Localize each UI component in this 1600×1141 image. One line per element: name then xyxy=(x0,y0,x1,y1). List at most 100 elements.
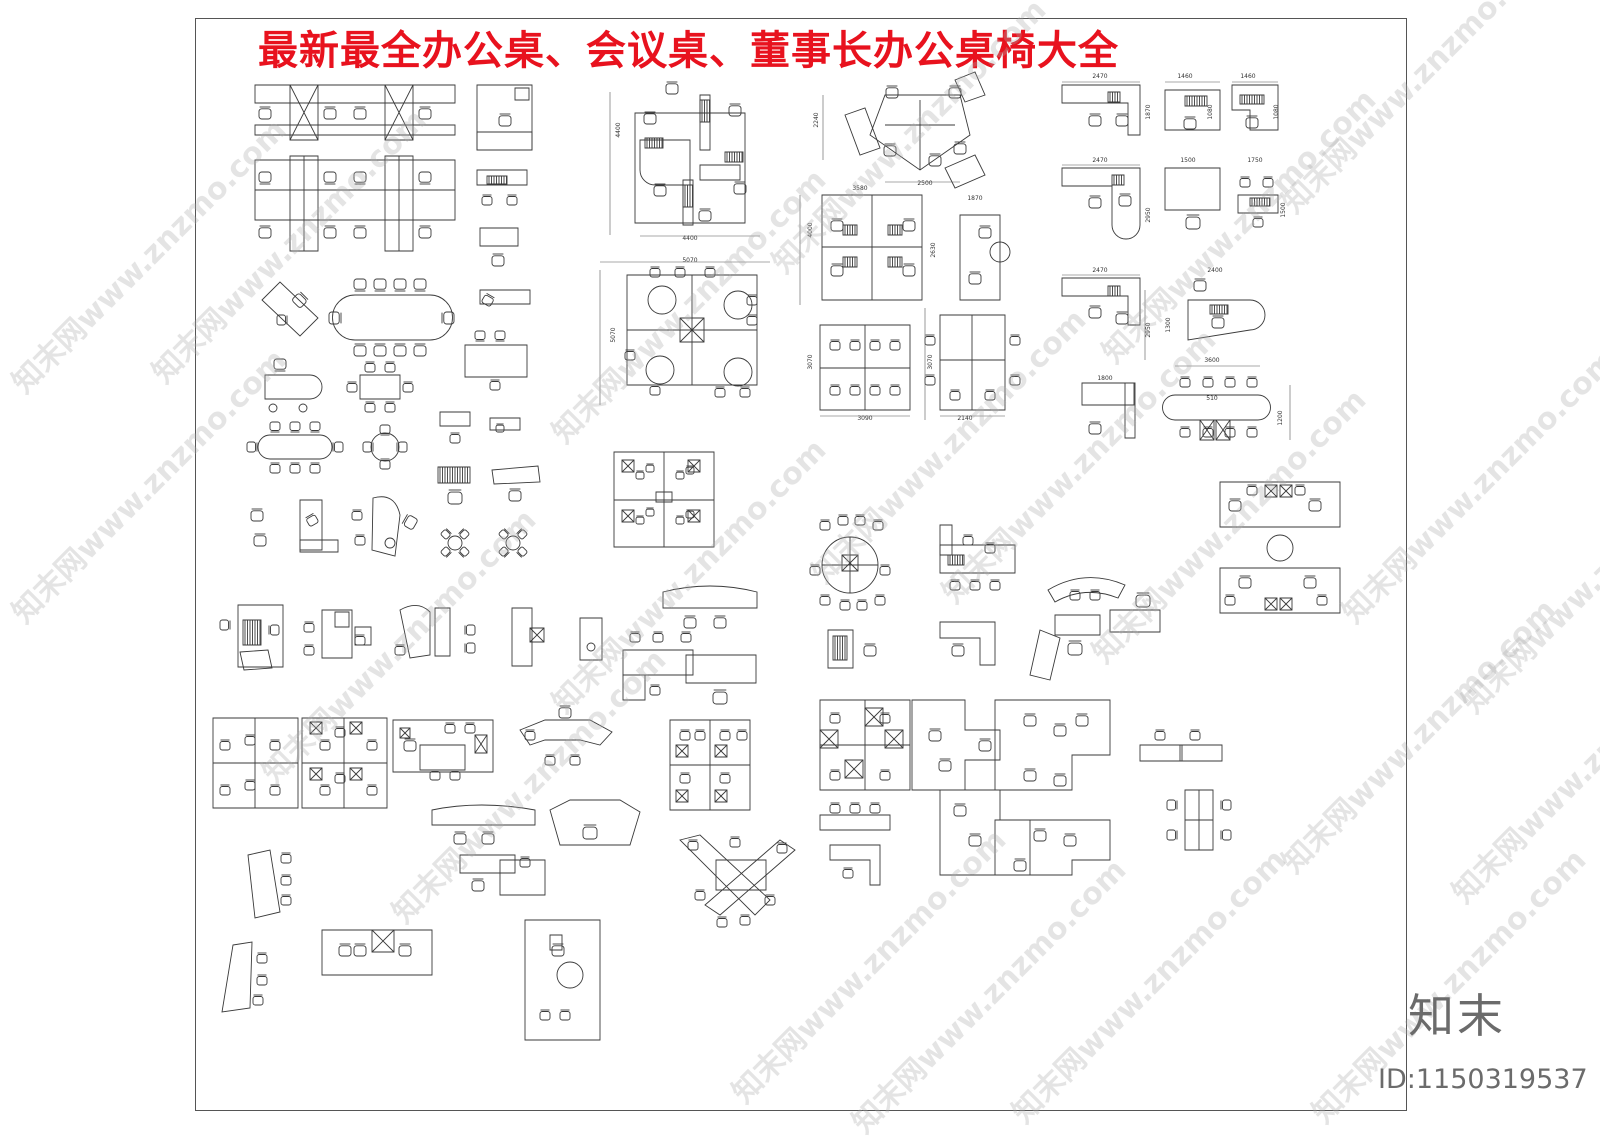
chair-symbol xyxy=(963,535,973,545)
chair-seat xyxy=(507,197,517,206)
chair-symbol xyxy=(304,645,314,655)
chair-seat xyxy=(1064,836,1076,846)
desk-outline xyxy=(663,586,757,608)
chair-seat xyxy=(354,279,366,289)
pinwheel-workstation-a xyxy=(635,82,746,225)
chair-seat xyxy=(705,269,715,278)
chair-symbol xyxy=(402,514,418,530)
chair-symbol xyxy=(281,853,291,863)
round-chair-sets xyxy=(440,528,527,557)
chair-symbol xyxy=(281,895,291,905)
cabinet-symbol xyxy=(475,735,487,753)
chair-seat xyxy=(1089,116,1101,126)
chair-seat xyxy=(653,634,663,643)
dimension-label: 1750 xyxy=(1247,157,1262,164)
cabinet-symbol xyxy=(1280,485,1292,497)
chair-seat xyxy=(666,84,678,94)
chair-symbol xyxy=(290,422,300,432)
round-table xyxy=(990,242,1010,262)
dimension-label: 1300 xyxy=(1165,317,1172,332)
dimension-label: 2470 xyxy=(1092,73,1107,80)
chair-seat xyxy=(414,279,426,289)
dimension-label: 2630 xyxy=(930,242,937,257)
chair-symbol xyxy=(820,595,830,605)
chair-symbol xyxy=(570,755,580,765)
chair-symbol xyxy=(884,144,896,156)
chair-seat xyxy=(730,839,740,848)
chair-symbol xyxy=(1180,427,1190,437)
chair-seat xyxy=(220,742,230,751)
chair-seat xyxy=(954,806,966,816)
chair-seat xyxy=(830,715,840,724)
chair-symbol xyxy=(681,632,691,642)
chair-seat xyxy=(335,442,344,452)
cabinet-symbol xyxy=(1265,485,1277,497)
chair-seat xyxy=(1246,118,1258,128)
grid-workstation-b xyxy=(625,267,757,397)
dimension-label: 5070 xyxy=(682,257,697,264)
chair-seat xyxy=(482,834,494,844)
dimension-label: 1460 xyxy=(1177,73,1192,80)
chair-symbol xyxy=(1064,834,1076,846)
chair-seat xyxy=(985,392,995,401)
chair-symbol xyxy=(475,331,485,341)
chair-seat xyxy=(1070,592,1080,601)
desk-outline xyxy=(492,466,540,484)
cabinet-cross xyxy=(350,722,362,734)
chair-seat xyxy=(713,692,727,704)
chair-seat xyxy=(320,787,330,796)
chair-seat xyxy=(830,772,840,781)
chair-symbol xyxy=(354,226,366,238)
chair-symbol xyxy=(270,422,280,432)
chair-symbol xyxy=(507,195,517,205)
chair-symbol xyxy=(430,770,440,780)
cabinet-cross xyxy=(372,930,394,952)
chair-symbol xyxy=(496,424,504,432)
chair-seat xyxy=(950,392,960,401)
chair-seat xyxy=(472,881,484,891)
chair-symbol xyxy=(1034,829,1046,841)
desk-rect xyxy=(335,612,349,627)
chair-symbol xyxy=(979,739,991,751)
chair-seat xyxy=(777,845,787,854)
chair-seat xyxy=(385,364,395,373)
desk-rect xyxy=(820,815,890,830)
cabinet-symbol xyxy=(530,628,544,642)
chair-seat xyxy=(270,465,280,474)
chair-seat xyxy=(467,643,476,653)
bench-desks-bottom-left xyxy=(222,850,291,1012)
chair-seat xyxy=(583,827,597,839)
chair-symbol xyxy=(1090,590,1100,600)
desk-rect xyxy=(1140,745,1182,761)
chair-symbol xyxy=(495,331,505,341)
drawing-title: 最新最全办公桌、会议桌、董事长办公桌椅大全 xyxy=(258,28,1119,74)
chair-seat xyxy=(1116,314,1128,324)
chair-symbol xyxy=(292,292,309,309)
chair-symbol xyxy=(666,82,678,94)
hatch-border xyxy=(725,152,743,162)
chair-symbol xyxy=(1089,196,1101,208)
manager-desk-b xyxy=(1062,168,1278,239)
cabinet-box xyxy=(622,510,634,522)
cabinet-cross xyxy=(350,768,362,780)
chair-seat xyxy=(320,742,330,751)
chair-seat xyxy=(699,211,711,221)
chair-seat xyxy=(310,465,320,474)
hatched-panel xyxy=(243,620,261,645)
chair-seat xyxy=(281,897,291,906)
chair-seat xyxy=(850,342,860,351)
cabinet-cross xyxy=(1200,420,1214,440)
chair-seat xyxy=(873,522,883,531)
desk-rect xyxy=(300,500,322,550)
chair-seat xyxy=(414,346,426,356)
chair-seat xyxy=(404,741,416,751)
chair-symbol xyxy=(954,142,966,154)
chair-symbol xyxy=(419,107,431,119)
round-table xyxy=(646,356,674,384)
desk-rect xyxy=(393,720,493,772)
chair-symbol xyxy=(747,315,757,325)
chair-symbol xyxy=(929,154,941,166)
chair-seat xyxy=(1194,281,1206,291)
chair-symbol xyxy=(684,616,696,628)
cabinet-symbol xyxy=(842,555,858,571)
